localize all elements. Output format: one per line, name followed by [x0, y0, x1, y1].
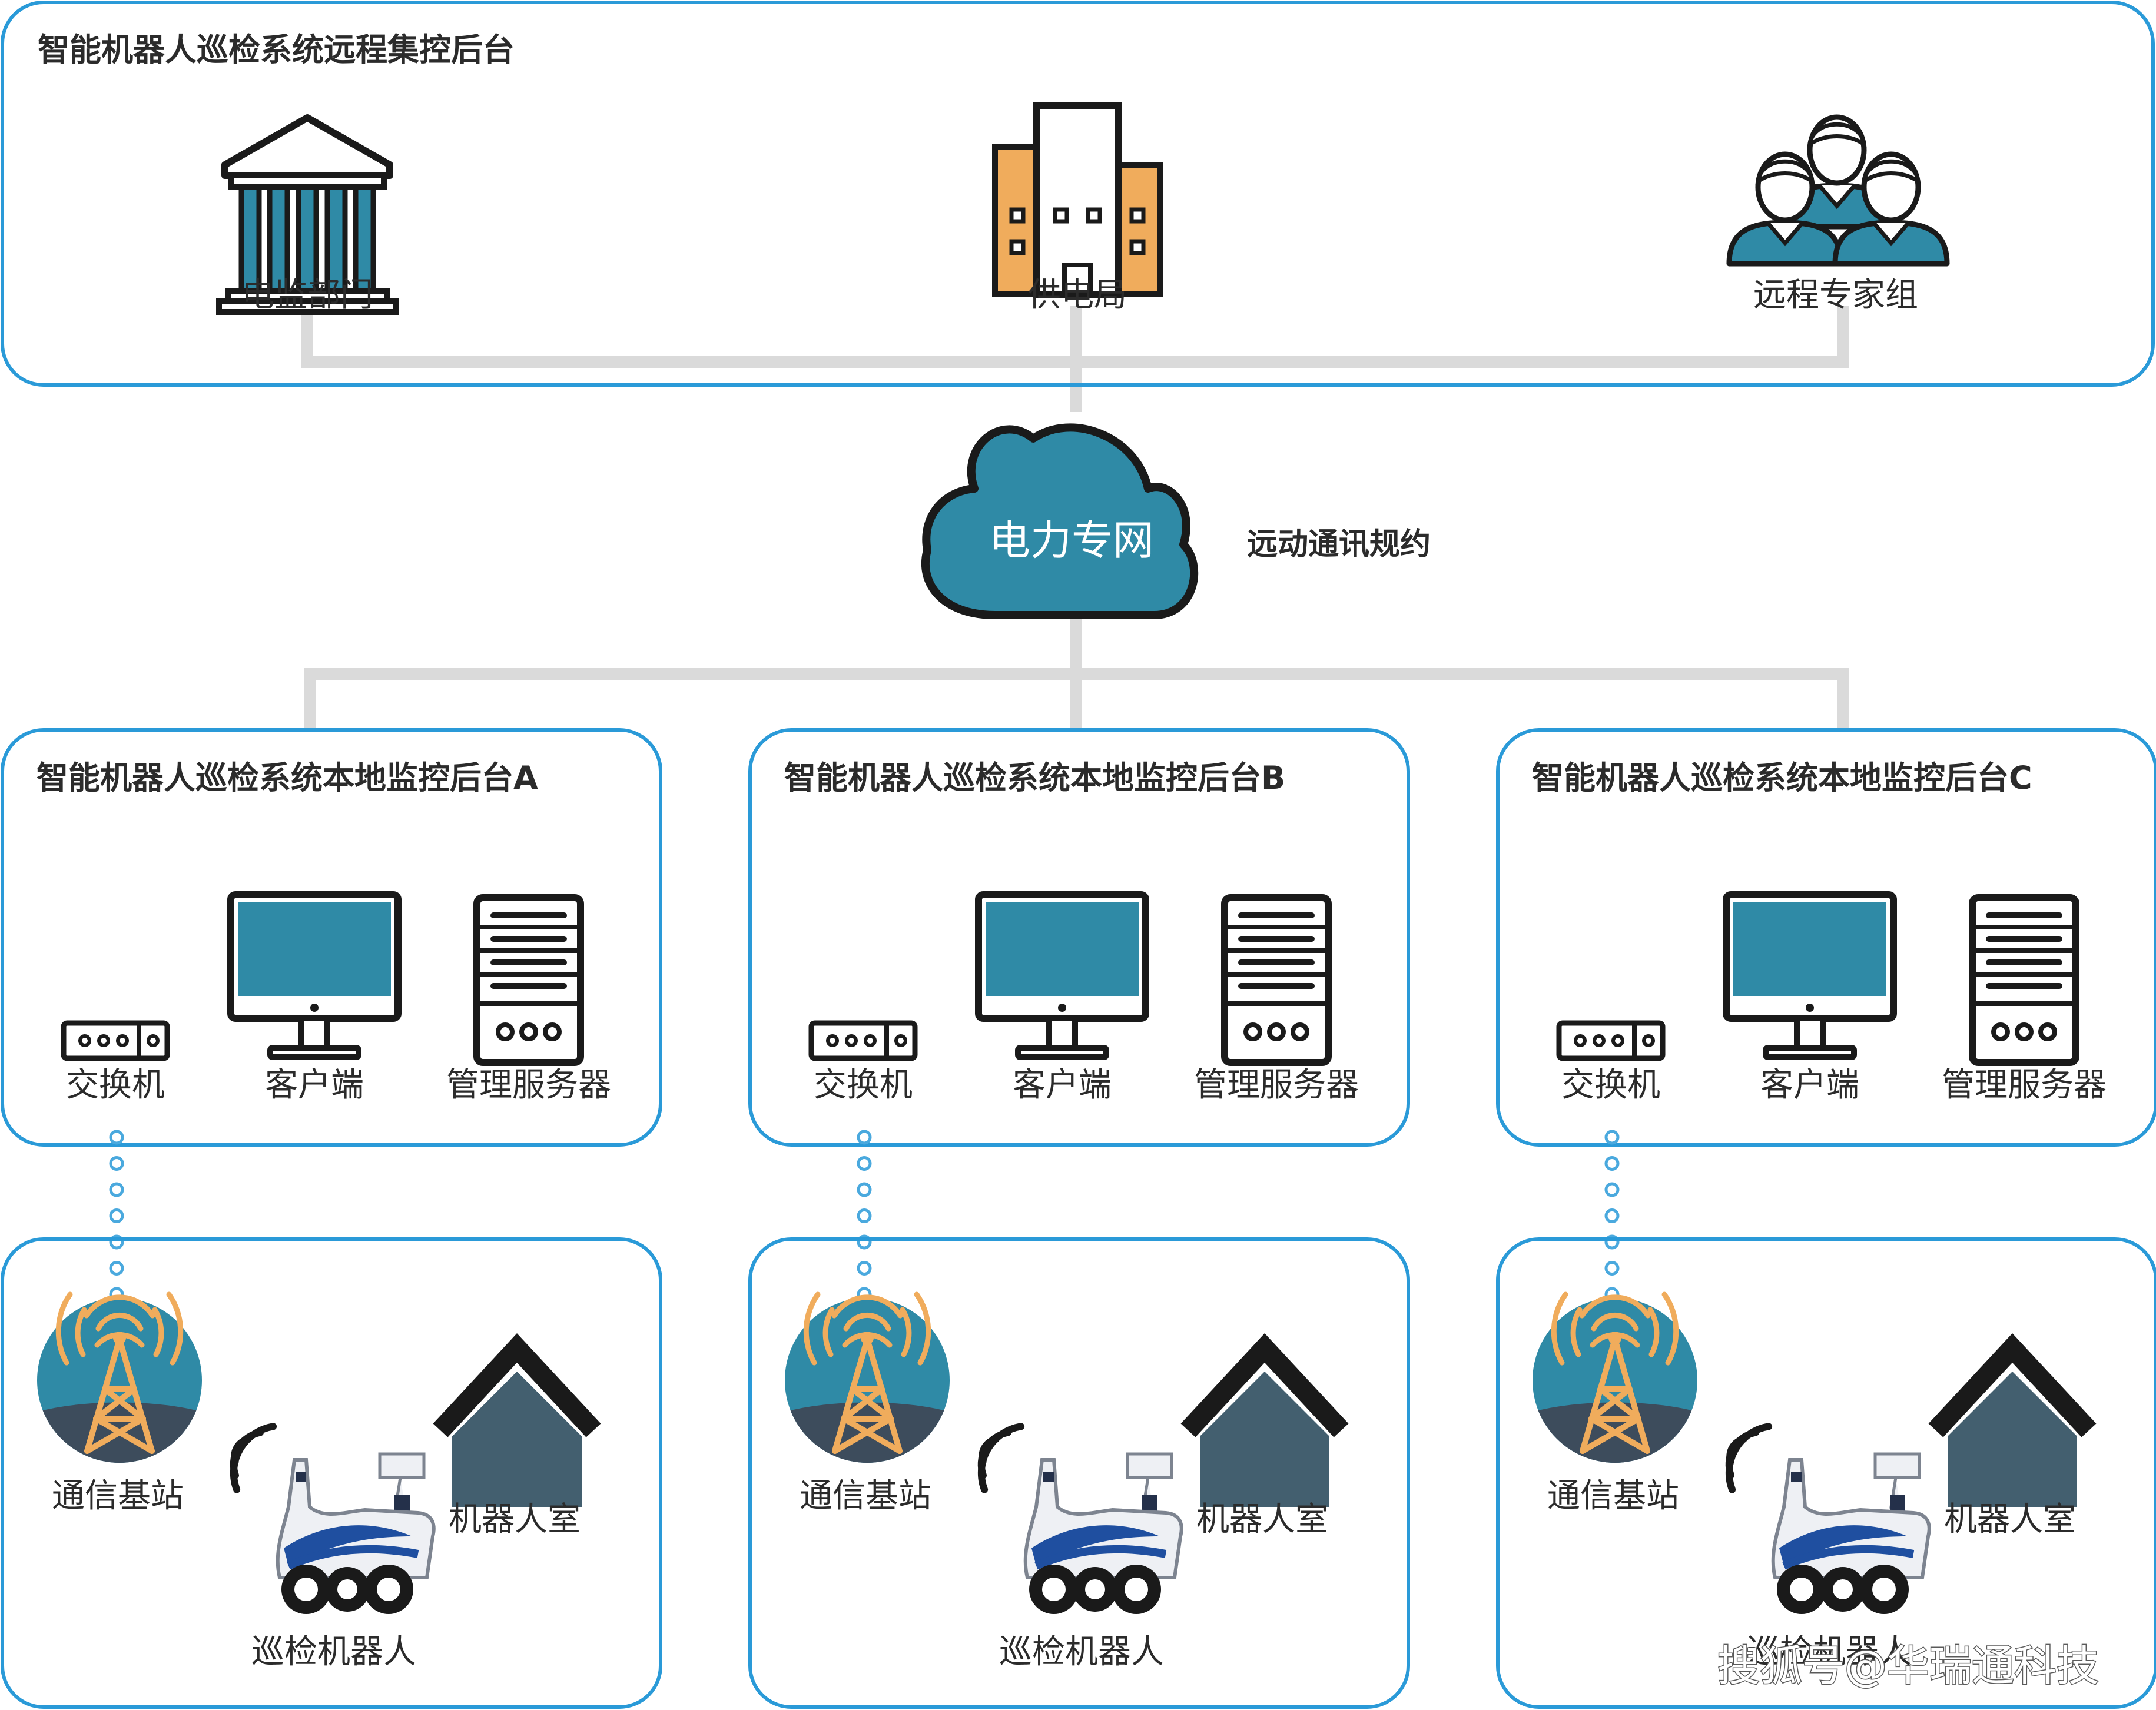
wireless-signal-icon — [970, 1418, 1021, 1490]
remote-control-panel: 智能机器人巡检系统远程集控后台 电监部门 供电局 远程专家组 — [1, 1, 2155, 387]
cloud-label: 电力专网 — [989, 516, 1154, 565]
power-supply-bureau-node: 供电局 — [995, 106, 1160, 314]
robot-area-border — [1496, 1237, 2156, 1709]
wireless-signal-icon — [222, 1418, 273, 1490]
server-label: 管理服务器 — [1194, 1066, 1359, 1104]
signal-tower-icon — [25, 1294, 214, 1475]
panel-border — [1, 728, 662, 1147]
server-icon — [1225, 898, 1328, 1062]
client-label: 客户端 — [1013, 1066, 1112, 1104]
robot-area-border — [748, 1237, 1410, 1709]
client-label: 客户端 — [265, 1066, 364, 1104]
dotted-link — [1604, 1130, 1620, 1302]
client-label: 客户端 — [1760, 1066, 1859, 1104]
electricity-regulator-node: 电监部门 — [219, 118, 396, 314]
local-panel-title: 智能机器人巡检系统本地监控后台C — [1532, 759, 2032, 796]
local-monitor-panels: 智能机器人巡检系统本地监控后台A 交换机 客户端 管理服务器通信基站机器人室巡检机器人… — [1, 728, 2156, 1709]
dotted-link — [857, 1130, 872, 1302]
monitor-icon — [979, 895, 1146, 1057]
node-label: 电监部门 — [241, 276, 373, 314]
robot-label: 巡检机器人 — [251, 1633, 416, 1671]
watermark-text: 搜狐号@华瑞通科技 — [1717, 1641, 2099, 1691]
server-label: 管理服务器 — [446, 1066, 611, 1104]
switch-label: 交换机 — [814, 1066, 913, 1104]
panel-border — [748, 728, 1410, 1147]
room-label: 机器人室 — [1944, 1500, 2076, 1539]
room-label: 机器人室 — [1196, 1500, 1328, 1539]
robot-area-border — [1, 1237, 662, 1709]
expert-group-icon — [1729, 117, 1947, 264]
local-panel-title: 智能机器人巡检系统本地监控后台A — [37, 759, 538, 796]
panel-border — [1496, 728, 2156, 1147]
node-label: 远程专家组 — [1753, 276, 1918, 314]
server-label: 管理服务器 — [1942, 1066, 2107, 1104]
office-building-icon — [995, 106, 1160, 294]
switch-icon — [64, 1023, 167, 1058]
inspection-robot-icon — [278, 1454, 434, 1614]
switch-label: 交换机 — [1561, 1066, 1660, 1104]
dotted-link — [109, 1130, 124, 1302]
robot-label: 巡检机器人 — [1747, 1633, 1912, 1671]
house-icon — [1936, 1348, 2089, 1507]
power-network-cloud: 电力专网 — [921, 423, 1199, 619]
signal-tower-icon — [773, 1294, 961, 1475]
house-icon — [1188, 1348, 1341, 1507]
switch-label: 交换机 — [66, 1066, 165, 1104]
room-label: 机器人室 — [449, 1500, 581, 1539]
inspection-robot-icon — [1773, 1454, 1929, 1614]
inspection-robot-icon — [1026, 1454, 1182, 1614]
house-icon — [440, 1348, 593, 1507]
remote-panel-title: 智能机器人巡检系统远程集控后台 — [38, 31, 515, 68]
cloud-icon — [921, 423, 1199, 619]
switch-icon — [1559, 1023, 1663, 1058]
local-panel-title: 智能机器人巡检系统本地监控后台B — [784, 759, 1285, 796]
station-label: 通信基站 — [800, 1477, 931, 1515]
monitor-icon — [1726, 895, 1893, 1057]
remote-expert-group-node: 远程专家组 — [1729, 117, 1947, 314]
node-label: 供电局 — [1028, 276, 1127, 314]
connector-lines — [301, 306, 1849, 730]
switch-icon — [811, 1023, 915, 1058]
station-label: 通信基站 — [52, 1477, 184, 1515]
monitor-icon — [231, 895, 398, 1057]
robot-label: 巡检机器人 — [999, 1633, 1164, 1671]
server-icon — [1972, 898, 2076, 1062]
signal-tower-icon — [1521, 1294, 1709, 1475]
protocol-label: 远动通讯规约 — [1247, 527, 1431, 562]
wireless-signal-icon — [1717, 1418, 1769, 1490]
server-icon — [477, 898, 581, 1062]
station-label: 通信基站 — [1547, 1477, 1679, 1515]
